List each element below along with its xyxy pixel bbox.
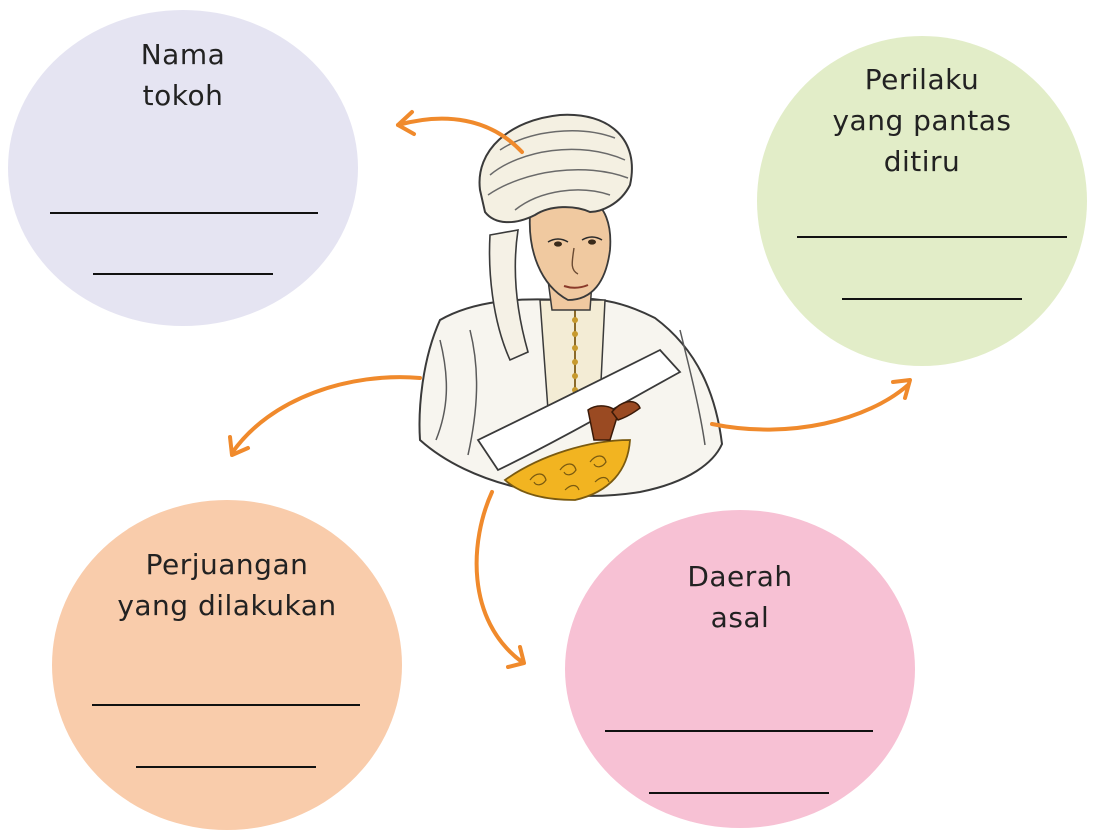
bubble-perilaku-line2: yang pantas <box>832 104 1012 137</box>
bubble-nama-tokoh-line2: tokoh <box>142 79 224 112</box>
bubble-perjuangan-line2: yang dilakukan <box>117 589 337 622</box>
bubble-daerah-asal-title: Daerah asal <box>565 556 915 638</box>
answer-line-2 <box>842 298 1022 300</box>
arrow-head-icon <box>396 110 416 136</box>
answer-line-2 <box>649 792 829 794</box>
arrow-head-icon <box>506 645 526 669</box>
answer-line-1 <box>92 704 360 706</box>
bubble-perjuangan-title: Perjuangan yang dilakukan <box>52 544 402 626</box>
bubble-perjuangan: Perjuangan yang dilakukan <box>52 500 402 830</box>
turban <box>478 113 633 224</box>
bubble-nama-tokoh-line1: Nama <box>140 38 226 71</box>
bubble-perjuangan-line1: Perjuangan <box>145 548 309 581</box>
bubble-daerah-asal-line1: Daerah <box>687 560 793 593</box>
answer-line-2 <box>93 273 273 275</box>
answer-line-2 <box>136 766 316 768</box>
bubble-perilaku-line1: Perilaku <box>864 63 980 96</box>
arrow-to-daerah-asal <box>474 490 524 664</box>
arrow-head-icon <box>228 435 250 457</box>
bubble-nama-tokoh-title: Nama tokoh <box>8 34 358 116</box>
arrow-to-perilaku <box>710 383 910 432</box>
answer-line-1 <box>605 730 873 732</box>
arrow-to-nama-tokoh <box>396 116 524 154</box>
answer-line-1 <box>797 236 1067 238</box>
bubble-perilaku-title: Perilaku yang pantas ditiru <box>757 59 1087 182</box>
arrow-head-icon <box>891 378 912 400</box>
bubble-perilaku: Perilaku yang pantas ditiru <box>757 36 1087 366</box>
answer-line-1 <box>50 212 318 214</box>
arrow-to-perjuangan <box>230 375 422 455</box>
bubble-daerah-asal-line2: asal <box>710 601 770 634</box>
bubble-perilaku-line3: ditiru <box>883 145 961 178</box>
bubble-nama-tokoh: Nama tokoh <box>8 10 358 326</box>
bubble-daerah-asal: Daerah asal <box>565 510 915 828</box>
